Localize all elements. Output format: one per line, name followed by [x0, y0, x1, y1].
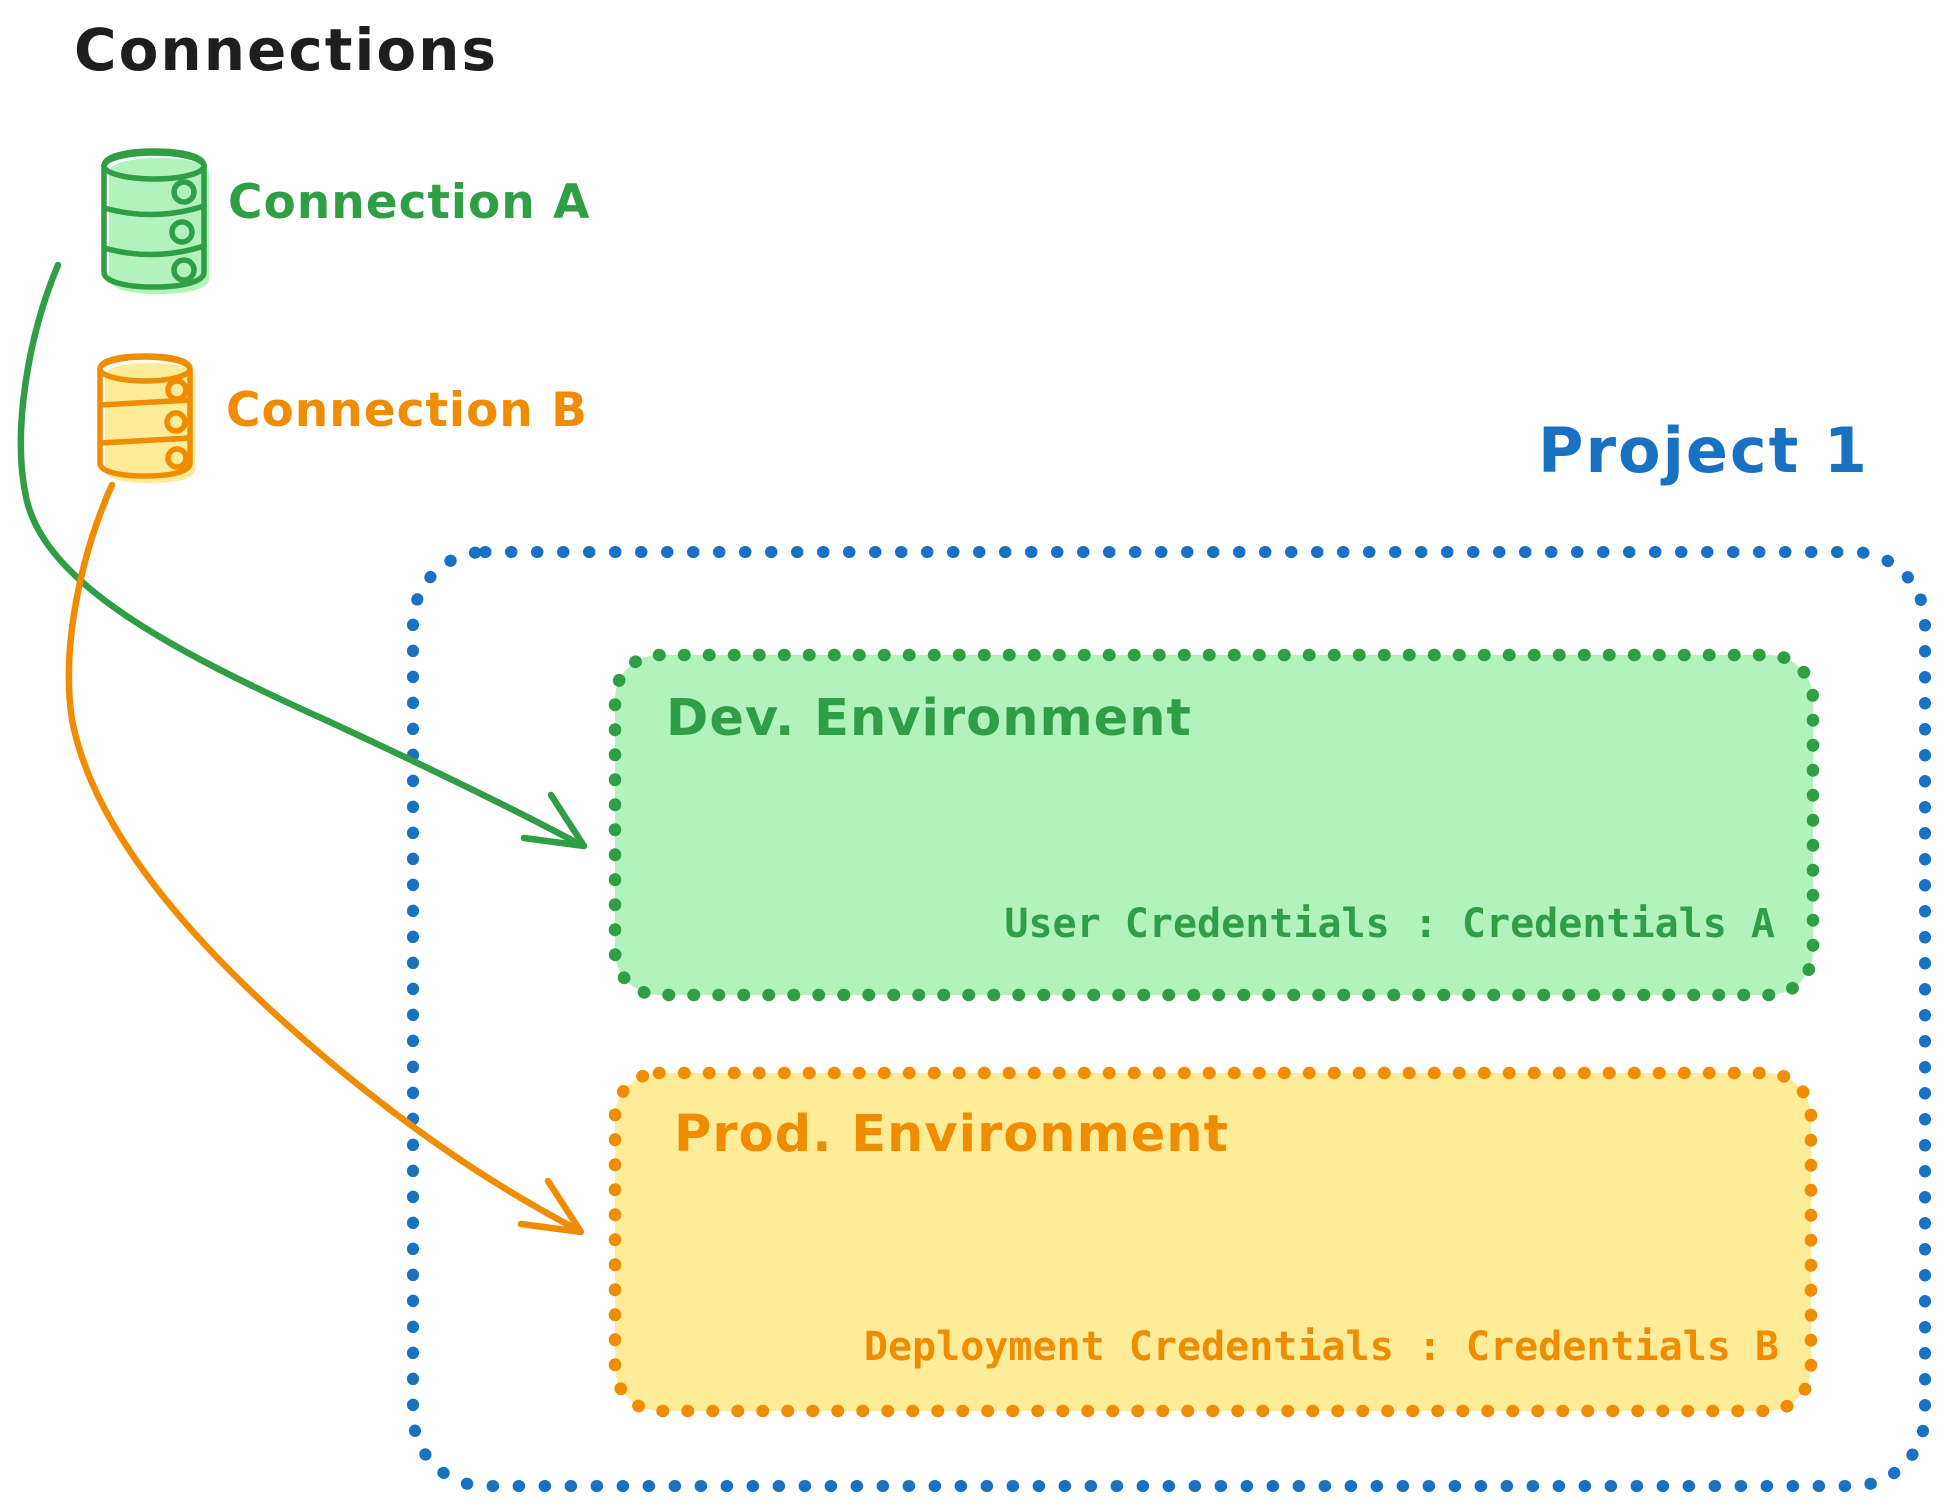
arrowhead-icon — [517, 1177, 585, 1236]
arrow-connection-b-to-prod — [65, 481, 585, 1236]
arrowhead-icon — [520, 791, 588, 850]
project-1-label: Project 1 — [1538, 414, 1870, 487]
dev-environment-title: Dev. Environment — [666, 689, 1192, 748]
database-icon-connection-a — [101, 148, 209, 294]
project-1-box — [407, 546, 1931, 1492]
database-icon-connection-b — [97, 353, 195, 483]
connection-a-label: Connection A — [228, 175, 591, 230]
prod-environment-box — [608, 1066, 1818, 1418]
dev-environment-credentials: User Credentials : Credentials A — [1004, 901, 1775, 947]
connection-b-label: Connection B — [226, 383, 588, 438]
prod-environment-credentials: Deployment Credentials : Credentials B — [863, 1324, 1779, 1370]
prod-environment-title: Prod. Environment — [674, 1105, 1229, 1164]
diagram-title: Connections — [74, 16, 498, 84]
arrow-connection-a-to-dev — [17, 261, 588, 850]
dev-environment-box — [608, 648, 1820, 1002]
